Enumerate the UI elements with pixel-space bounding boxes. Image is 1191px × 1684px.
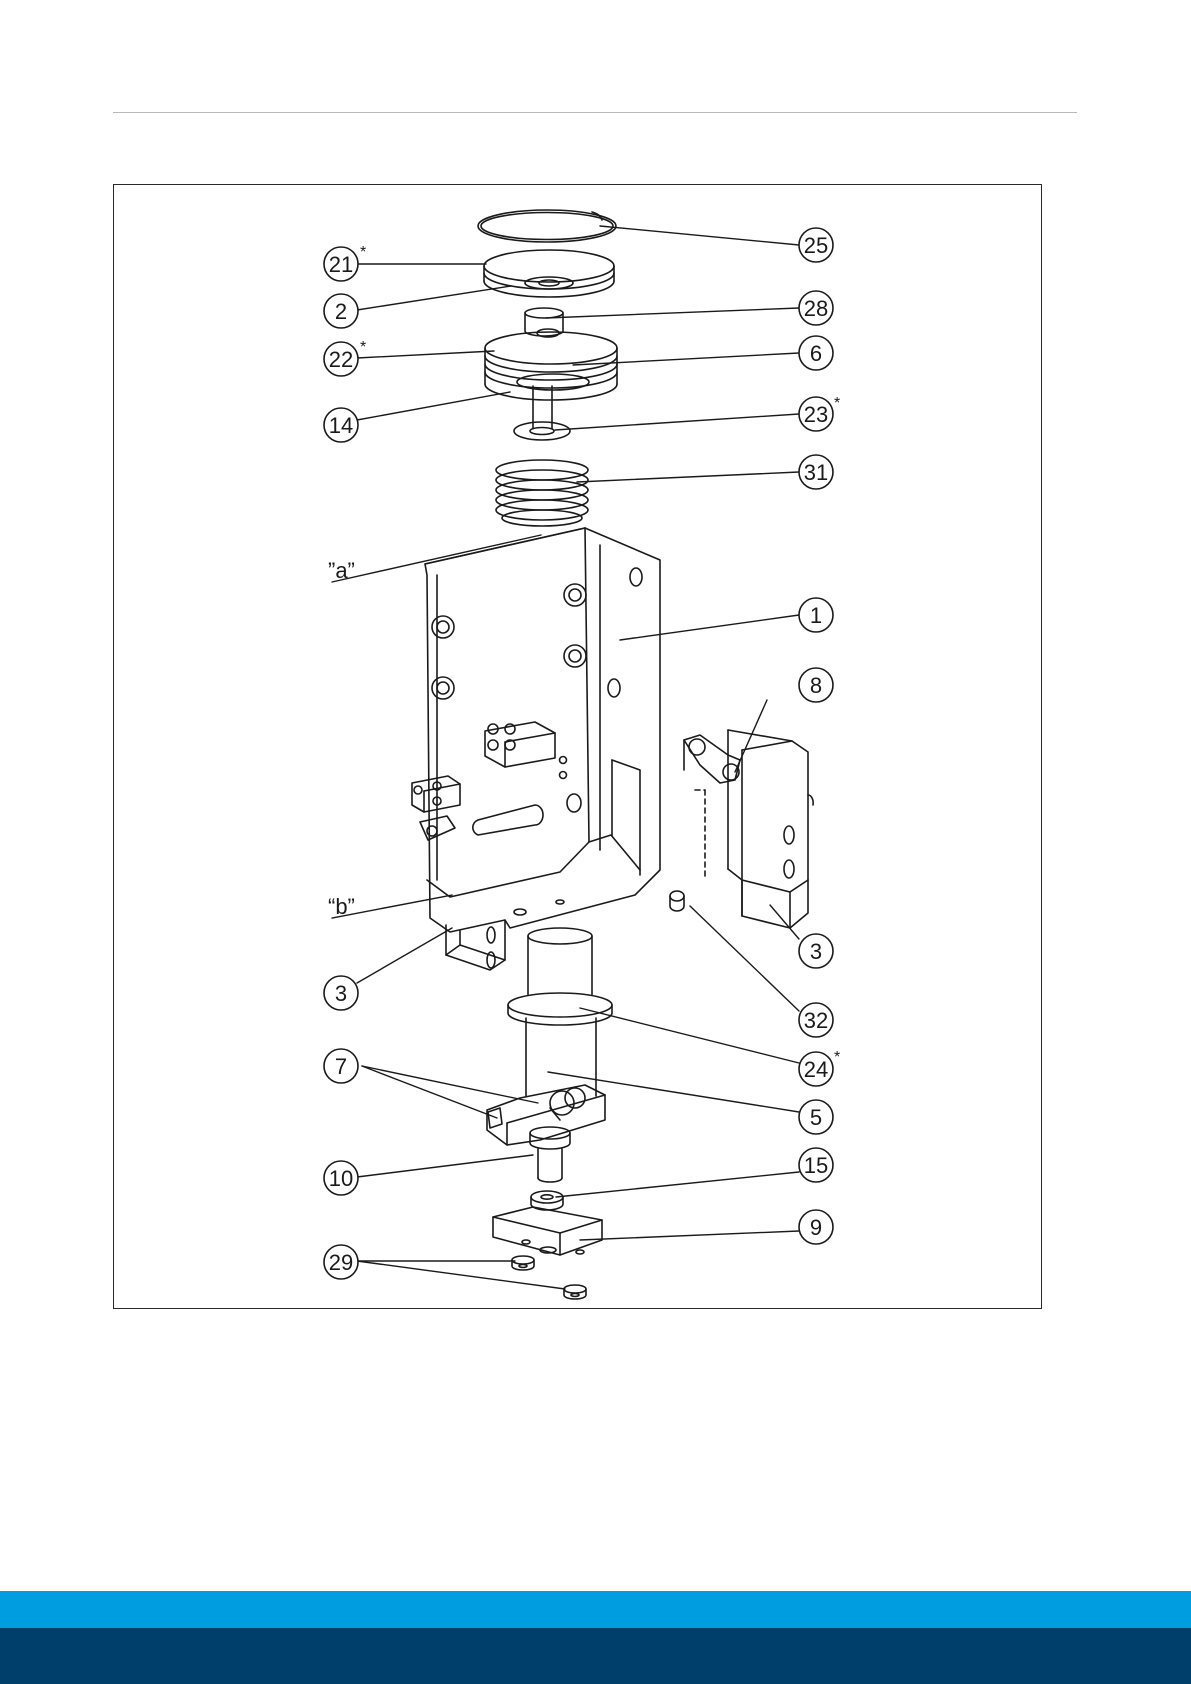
callout-32: 32 xyxy=(799,1003,833,1037)
svg-text:8: 8 xyxy=(810,673,822,698)
callout-1: 1 xyxy=(799,598,833,632)
callout-14: 14 xyxy=(324,408,358,442)
footer-band-dark xyxy=(0,1628,1191,1684)
callout-24: 24 * xyxy=(799,1049,840,1086)
callout-7: 7 xyxy=(324,1049,358,1083)
callout-21: 21 * xyxy=(324,244,366,281)
callout-3-left: 3 xyxy=(324,976,358,1010)
callout-2: 2 xyxy=(324,294,358,328)
svg-text:1: 1 xyxy=(810,603,822,628)
callout-31: 31 xyxy=(799,455,833,489)
svg-text:31: 31 xyxy=(804,460,828,485)
part-base-plate xyxy=(493,1207,602,1255)
svg-text:32: 32 xyxy=(804,1008,828,1033)
star-22: * xyxy=(360,339,366,356)
callout-6: 6 xyxy=(799,336,833,370)
svg-text:24: 24 xyxy=(804,1057,828,1082)
star-21: * xyxy=(360,244,366,261)
callout-9: 9 xyxy=(799,1210,833,1244)
star-24: * xyxy=(834,1049,840,1066)
part-pin xyxy=(670,891,684,911)
star-23: * xyxy=(834,395,840,412)
svg-text:2: 2 xyxy=(335,299,347,324)
svg-text:28: 28 xyxy=(804,296,828,321)
svg-text:5: 5 xyxy=(810,1105,822,1130)
part-bolt xyxy=(530,1127,570,1182)
part-crosspiece xyxy=(487,1085,605,1145)
callout-23: 23 * xyxy=(799,395,840,431)
svg-text:6: 6 xyxy=(810,341,822,366)
svg-text:15: 15 xyxy=(804,1153,828,1178)
callout-8: 8 xyxy=(799,668,833,702)
svg-text:9: 9 xyxy=(810,1215,822,1240)
callout-25: 25 xyxy=(799,228,833,262)
svg-text:22: 22 xyxy=(329,347,353,372)
callout-28: 28 xyxy=(799,291,833,325)
callout-29: 29 xyxy=(324,1245,358,1279)
svg-text:25: 25 xyxy=(804,233,828,258)
part-spring xyxy=(496,460,588,526)
svg-text:14: 14 xyxy=(329,413,353,438)
svg-text:3: 3 xyxy=(810,939,822,964)
callout-3-right: 3 xyxy=(799,934,833,968)
callout-10: 10 xyxy=(324,1161,358,1195)
svg-text:7: 7 xyxy=(335,1054,347,1079)
part-piston xyxy=(485,329,617,428)
svg-text:3: 3 xyxy=(335,981,347,1006)
svg-text:21: 21 xyxy=(329,252,353,277)
callout-15: 15 xyxy=(799,1148,833,1182)
svg-text:23: 23 xyxy=(804,402,828,427)
footer-band-light xyxy=(0,1591,1191,1628)
part-washer xyxy=(514,422,570,440)
part-cover-disc xyxy=(484,250,614,297)
part-housing xyxy=(412,528,660,932)
label-a: ”a” xyxy=(328,558,355,583)
part-screws xyxy=(512,1256,586,1299)
part-left-guide-block xyxy=(446,920,505,970)
svg-text:10: 10 xyxy=(329,1166,353,1191)
part-right-guide-block xyxy=(684,730,813,928)
svg-text:29: 29 xyxy=(329,1250,353,1275)
callout-5: 5 xyxy=(799,1100,833,1134)
label-b: “b” xyxy=(328,894,355,919)
part-retaining-ring xyxy=(478,210,616,242)
